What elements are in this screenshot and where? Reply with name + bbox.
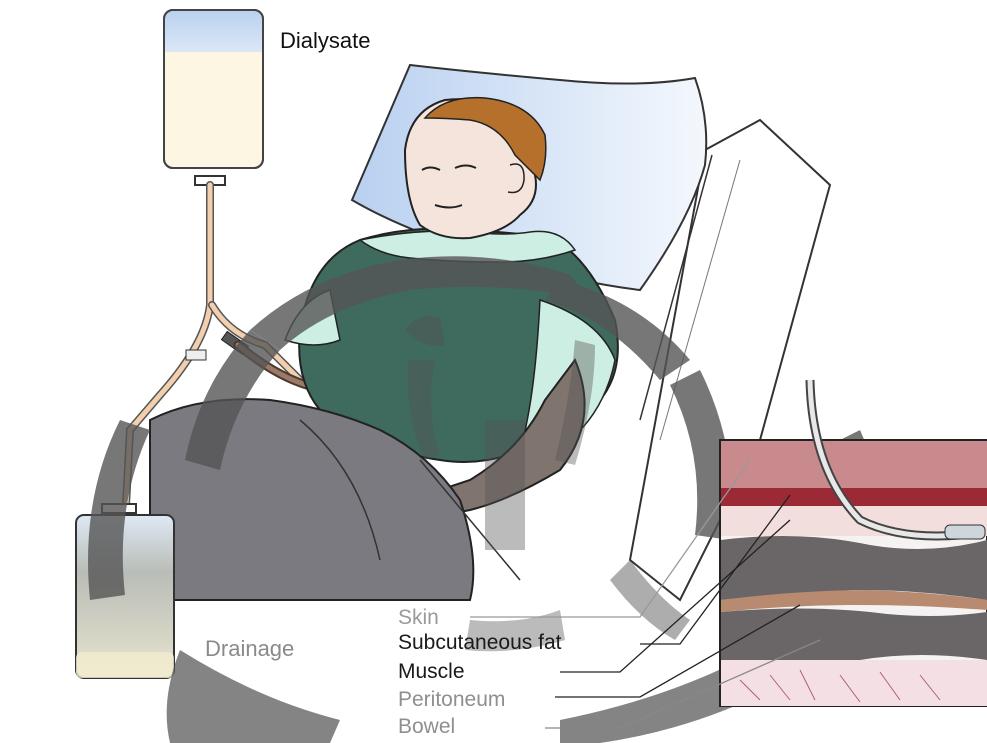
muscle-label: Muscle (398, 660, 465, 684)
subcutaneous-fat-label: Subcutaneous fat (398, 631, 561, 655)
bowel-label: Bowel (398, 715, 455, 739)
peritoneum-label: Peritoneum (398, 688, 505, 712)
skin-label: Skin (398, 606, 439, 630)
dialysate-label: Dialysate (280, 28, 370, 54)
dialysate-bag (164, 10, 263, 185)
drainage-label: Drainage (205, 636, 294, 662)
